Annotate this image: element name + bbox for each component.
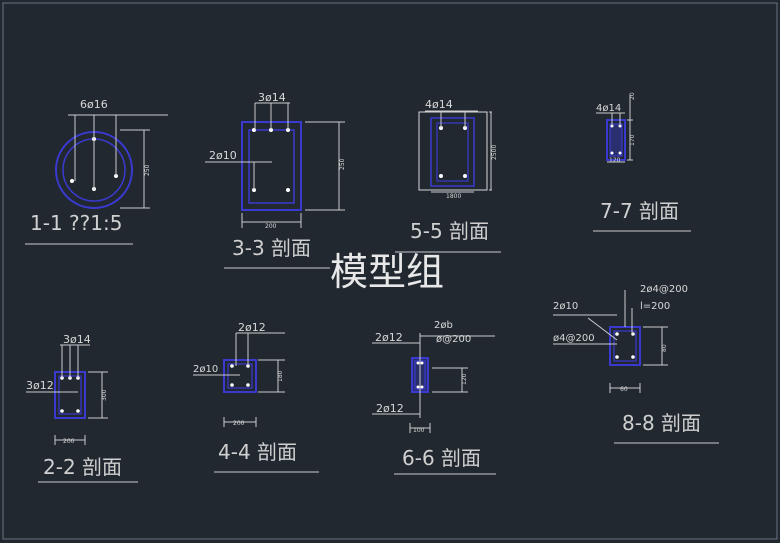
rebar-c-label: 2ø4@200 <box>640 284 688 295</box>
rebar-label-b: ø@200 <box>436 334 471 345</box>
beam-outline <box>241 121 302 211</box>
rebar-dot <box>70 179 74 183</box>
dim-width-label: 60 <box>620 386 628 393</box>
rebar-dot <box>420 385 424 389</box>
rebar-label-a: 2øb <box>434 320 453 331</box>
rebar-d-label: l=200 <box>640 301 670 312</box>
section-4-4: 2ø12 2ø10 180 200 4-4 剖面 <box>193 321 319 473</box>
dim-width-label: 200 <box>63 438 75 445</box>
dim-height-label: 120 <box>461 373 468 385</box>
stirrup <box>58 375 82 415</box>
rebar-dot <box>76 409 80 413</box>
section-title: 3-3 剖面 <box>232 236 311 260</box>
dim-height-label: 80 <box>661 344 668 352</box>
beam-outline <box>606 119 626 161</box>
rebar-dot <box>416 361 420 365</box>
dim-width-label: 200 <box>233 420 245 427</box>
section-title: 5-5 剖面 <box>410 219 489 243</box>
leader-line <box>587 317 618 341</box>
stirrup <box>613 330 637 362</box>
stirrup <box>248 129 295 204</box>
rebar-dot <box>416 385 420 389</box>
rebar-top-label: 2ø12 <box>238 321 266 334</box>
rebar-label: 6ø16 <box>80 98 108 111</box>
beam-outline <box>223 359 257 393</box>
watermark-text: 模型组 <box>330 250 444 294</box>
rebar-top-label: 4ø14 <box>596 103 621 114</box>
section-1-1: 6ø16 250 1-1 ??1:5 <box>25 98 168 245</box>
rebar-dot <box>463 174 467 178</box>
rebar-dot <box>618 151 622 155</box>
dim-b-label: 170 <box>629 134 636 146</box>
rebar-dot <box>610 151 614 155</box>
rebar-top-label: 3ø14 <box>63 333 91 346</box>
rebar-top-label: 3ø14 <box>258 91 286 104</box>
section-title: 1-1 ??1:5 <box>30 211 122 235</box>
section-5-5: 4ø14 2500 1800 5-5 剖面 <box>395 98 501 253</box>
rebar-dot <box>60 409 64 413</box>
section-title: 4-4 剖面 <box>218 440 297 464</box>
rebar-side-label: 3ø12 <box>26 379 54 392</box>
rebar-dot <box>439 174 443 178</box>
rebar-dot <box>631 355 635 359</box>
stirrup <box>436 122 469 182</box>
section-7-7: 4ø14 20 170 120 7-7 剖面 <box>593 92 691 232</box>
dim-height-label: 300 <box>101 389 108 401</box>
rebar-bottom-label: 2ø12 <box>376 402 404 415</box>
rebar-dot <box>615 332 619 336</box>
column-outline <box>418 111 488 191</box>
rebar-top-label: 2ø12 <box>375 331 403 344</box>
column-core <box>430 117 475 187</box>
rebar-dot <box>246 383 250 387</box>
dim-height-label: 250 <box>144 164 151 176</box>
stirrup <box>609 123 623 157</box>
rebar-a-label: 2ø10 <box>553 301 578 312</box>
section-2-2: 3ø14 3ø12 300 200 2-2 剖面 <box>26 333 138 483</box>
section-title: 6-6 剖面 <box>402 446 481 470</box>
rebar-dot <box>286 188 290 192</box>
section-8-8: 2ø4@200 l=200 2ø10 ø4@200 80 60 8-8 剖面 <box>553 284 719 444</box>
rebar-side-label: 2ø10 <box>193 364 218 375</box>
rebar-b-label: ø4@200 <box>553 333 595 344</box>
rebar-dot <box>615 355 619 359</box>
rebar-dot <box>230 383 234 387</box>
section-3-3: 3ø14 2ø10 250 200 3-3 剖面 <box>205 91 346 269</box>
dim-width-label: 120 <box>609 157 621 164</box>
section-title: 2-2 剖面 <box>43 455 122 479</box>
rebar-side-label: 2ø10 <box>209 149 237 162</box>
section-title: 8-8 剖面 <box>622 411 701 435</box>
dim-height-label: 180 <box>277 370 284 382</box>
dim-a-label: 20 <box>629 92 636 100</box>
dim-width-label: 100 <box>413 427 425 434</box>
stirrup <box>227 363 253 389</box>
dim-height-label: 2500 <box>491 145 498 160</box>
dim-width-label: 200 <box>265 223 277 230</box>
section-6-6: 2ø12 2ø12 2øb ø@200 120 100 6-6 剖面 <box>372 320 496 475</box>
dim-width-label: 1800 <box>446 193 461 200</box>
section-title: 7-7 剖面 <box>600 199 679 223</box>
rebar-top-label: 4ø14 <box>425 98 453 111</box>
rebar-dot <box>230 364 234 368</box>
rebar-dot <box>420 361 424 365</box>
dim-height-label: 250 <box>339 158 346 170</box>
